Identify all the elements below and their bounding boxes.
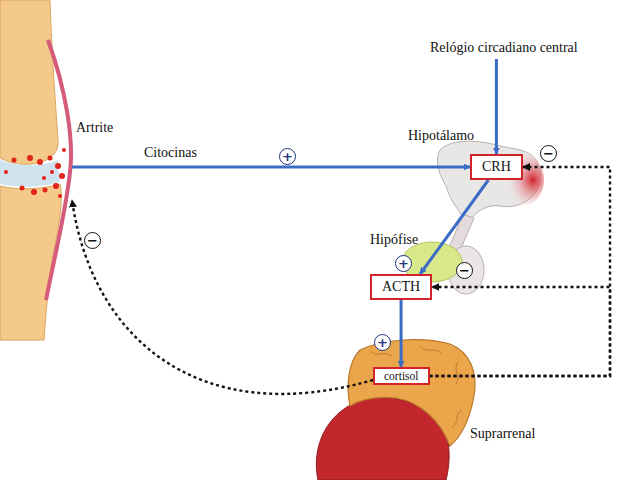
stimulation-sign: + <box>374 334 391 351</box>
stimulation-arrow <box>72 166 470 169</box>
inhibition-sign: − <box>84 232 101 249</box>
adrenal-gland <box>348 340 475 446</box>
joint-capsule <box>46 40 71 300</box>
upper-bone <box>0 0 58 164</box>
clock-label: Relógio circadiano central <box>430 40 578 56</box>
hormone-box: cortisol <box>373 367 430 385</box>
stimulation-arrow <box>420 180 488 274</box>
node-text: CRH <box>482 159 511 175</box>
part-label: Artrite <box>76 120 113 136</box>
hormone-box: CRH <box>470 154 523 180</box>
node-text: Relógio circadiano central <box>430 40 578 56</box>
inhibition-sign: − <box>540 145 557 162</box>
inhibition-sign: − <box>456 262 473 279</box>
stimulation-sign: + <box>395 255 412 272</box>
arthritis-joint: Artrite <box>0 108 72 232</box>
feedback-arrow <box>72 200 373 394</box>
stimulation-sign: + <box>279 148 296 165</box>
organ-label: Hipotálamo <box>408 128 474 144</box>
node-text: ACTH <box>382 279 420 295</box>
organ-label: Suprarrenal <box>470 426 535 442</box>
hormone-box: ACTH <box>370 274 432 300</box>
feedback-arrow <box>430 167 611 376</box>
joint-space <box>0 160 60 187</box>
adrenal-folds <box>372 346 462 428</box>
edge-label: Citocinas <box>144 145 197 161</box>
inflammation <box>4 148 66 198</box>
feedback-arrow <box>430 287 611 376</box>
node-text: cortisol <box>384 370 419 382</box>
organ-label: Hipófise <box>370 232 418 248</box>
stimulation-arrow <box>400 300 403 367</box>
stimulation-arrow <box>495 59 498 154</box>
